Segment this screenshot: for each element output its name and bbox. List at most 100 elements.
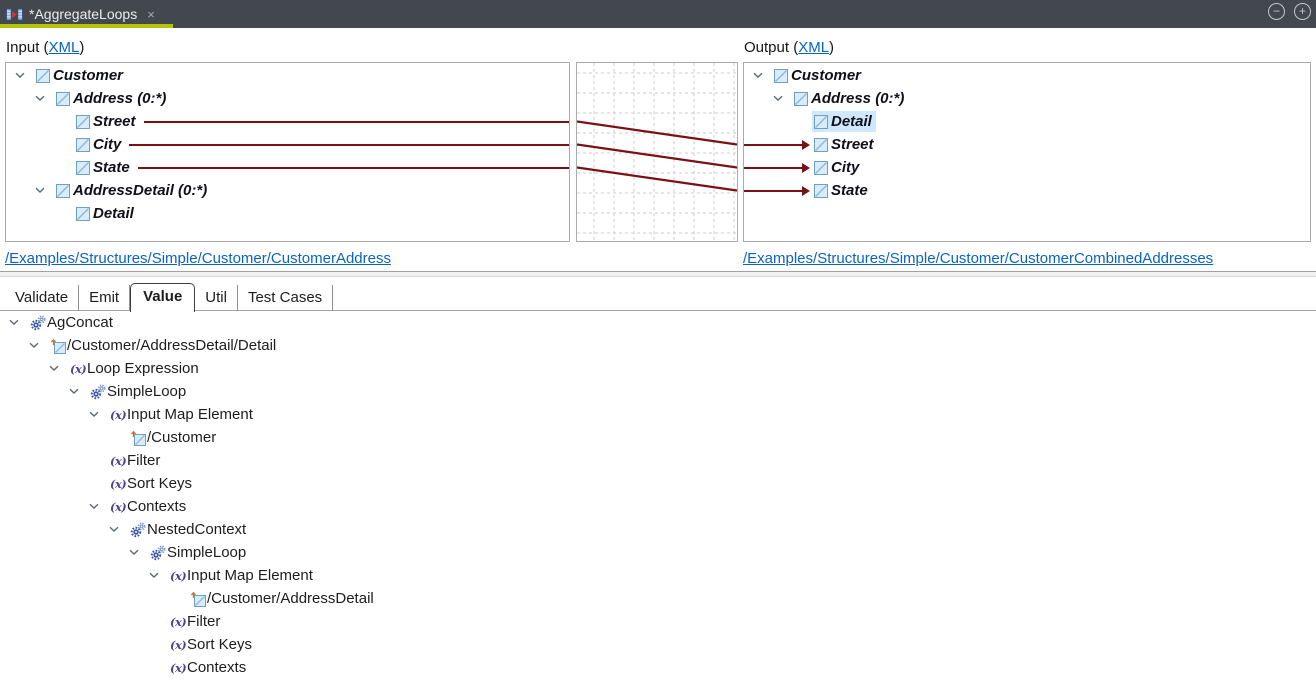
- tree-row-label[interactable]: Street: [831, 136, 874, 153]
- tree-row-label[interactable]: SimpleLoop: [107, 383, 187, 400]
- tree-row-label[interactable]: Contexts: [127, 498, 187, 515]
- tree-row-label[interactable]: State: [93, 159, 130, 176]
- mapping-line-out[interactable]: [129, 143, 569, 146]
- mapping-connection[interactable]: [577, 120, 737, 146]
- expression-icon: (x): [110, 499, 127, 514]
- tab-util[interactable]: Util: [195, 285, 238, 311]
- mapping-line-out[interactable]: [143, 120, 569, 123]
- tab-emit[interactable]: Emit: [79, 285, 131, 311]
- tree-row: State: [744, 179, 1310, 202]
- element-path-icon: [190, 591, 207, 607]
- output-xml-link[interactable]: XML: [798, 39, 830, 56]
- tree-row: Detail: [744, 110, 1310, 133]
- document-tab-title: *AggregateLoops: [29, 6, 138, 22]
- tree-row-label[interactable]: AddressDetail (0:*): [73, 182, 208, 199]
- tree-row-label[interactable]: Detail: [93, 205, 134, 222]
- input-pane-label: Input (XML): [6, 39, 85, 56]
- tree-row-label[interactable]: Contexts: [187, 659, 247, 676]
- tree-row-content: (x) Sort Keys: [168, 634, 256, 655]
- tab-validate[interactable]: Validate: [5, 285, 80, 311]
- chevron-down-icon[interactable]: [66, 388, 88, 395]
- close-tab-icon[interactable]: ×: [147, 6, 155, 22]
- document-tab[interactable]: *AggregateLoops ×: [0, 0, 173, 28]
- expression-icon: (x): [170, 614, 187, 629]
- tree-row: SimpleLoop: [0, 380, 1316, 403]
- tree-row-label[interactable]: Filter: [127, 452, 161, 469]
- chevron-down-icon[interactable]: [86, 503, 108, 510]
- tree-row: City: [6, 133, 569, 156]
- element-icon: [814, 137, 831, 152]
- tree-row-label[interactable]: Sort Keys: [187, 636, 253, 653]
- tree-row-label[interactable]: NestedContext: [147, 521, 247, 538]
- tree-row-label[interactable]: Address (0:*): [811, 90, 905, 107]
- tree-row: Detail: [6, 202, 569, 225]
- tree-row-label[interactable]: Detail: [831, 113, 872, 130]
- mapping-connection[interactable]: [577, 166, 737, 192]
- chevron-down-icon[interactable]: [86, 411, 108, 418]
- mapping-arrow-in: [744, 156, 812, 179]
- tree-row-content: AgConcat: [28, 312, 117, 333]
- tree-row-label[interactable]: Loop Expression: [87, 360, 199, 377]
- tree-row-content: /Customer/AddressDetail: [188, 588, 378, 609]
- tree-row-label[interactable]: /Customer: [147, 429, 217, 446]
- tree-row-content: SimpleLoop: [148, 542, 250, 563]
- mapping-canvas: [576, 62, 738, 242]
- mapping-connection[interactable]: [577, 143, 737, 169]
- tree-row-label[interactable]: Filter: [187, 613, 221, 630]
- tab-value[interactable]: Value: [130, 283, 196, 312]
- tree-row-label[interactable]: City: [93, 136, 122, 153]
- tree-row-content: NestedContext: [128, 519, 250, 540]
- tree-row-label[interactable]: Customer: [53, 67, 124, 84]
- title-bar: *AggregateLoops × − +: [0, 0, 1316, 28]
- tree-row: (x) Filter: [0, 449, 1316, 472]
- tree-row-label[interactable]: Address (0:*): [73, 90, 167, 107]
- tab-strip-divider: [0, 310, 1316, 311]
- tree-row-label[interactable]: City: [831, 159, 860, 176]
- tab-test-cases[interactable]: Test Cases: [238, 285, 334, 311]
- tree-row-label[interactable]: State: [831, 182, 868, 199]
- tree-row-content: (x) Contexts: [168, 657, 250, 678]
- tree-row-content: Customer: [34, 65, 127, 86]
- tree-row-label[interactable]: Input Map Element: [127, 406, 253, 423]
- tree-row: /Customer/AddressDetail: [0, 587, 1316, 610]
- expression-icon: (x): [170, 660, 187, 675]
- element-icon: [814, 114, 831, 129]
- chevron-down-icon[interactable]: [46, 365, 68, 372]
- chevron-down-icon[interactable]: [106, 526, 128, 533]
- element-icon: [76, 160, 93, 175]
- chevron-down-icon[interactable]: [12, 72, 34, 79]
- tree-row-label[interactable]: SimpleLoop: [167, 544, 247, 561]
- tree-row-label[interactable]: Street: [93, 113, 136, 130]
- element-path-icon: [50, 338, 67, 354]
- horizontal-splitter[interactable]: [0, 271, 1316, 277]
- element-icon: [56, 183, 73, 198]
- tree-row-label[interactable]: /Customer/AddressDetail/Detail: [67, 337, 277, 354]
- tree-row: Address (0:*): [6, 87, 569, 110]
- output-structure-link[interactable]: /Examples/Structures/Simple/Customer/Cus…: [743, 250, 1214, 267]
- chevron-down-icon[interactable]: [26, 342, 48, 349]
- gears-icon: [30, 314, 47, 331]
- tree-row-label[interactable]: /Customer/AddressDetail: [207, 590, 374, 607]
- output-label-text: Output (: [744, 39, 799, 56]
- chevron-down-icon[interactable]: [32, 187, 54, 194]
- tree-row: (x) Loop Expression: [0, 357, 1316, 380]
- chevron-down-icon[interactable]: [32, 95, 54, 102]
- chevron-down-icon[interactable]: [770, 95, 792, 102]
- tree-row-label[interactable]: Input Map Element: [187, 567, 313, 584]
- tree-row-label[interactable]: AgConcat: [47, 314, 113, 331]
- chevron-down-icon[interactable]: [750, 72, 772, 79]
- mapping-line-out[interactable]: [137, 166, 569, 169]
- tree-row: City: [744, 156, 1310, 179]
- tree-row-label[interactable]: Sort Keys: [127, 475, 193, 492]
- chevron-down-icon[interactable]: [126, 549, 148, 556]
- chevron-down-icon[interactable]: [146, 572, 168, 579]
- chevron-down-icon[interactable]: [6, 319, 28, 326]
- zoom-out-button[interactable]: −: [1268, 3, 1285, 20]
- element-icon: [76, 114, 93, 129]
- input-structure-link[interactable]: /Examples/Structures/Simple/Customer/Cus…: [5, 250, 391, 267]
- zoom-in-button[interactable]: +: [1294, 3, 1311, 20]
- tree-row-label[interactable]: Customer: [791, 67, 862, 84]
- input-xml-link[interactable]: XML: [48, 39, 80, 56]
- expression-icon: (x): [110, 407, 127, 422]
- mapper-document-icon: [6, 7, 23, 22]
